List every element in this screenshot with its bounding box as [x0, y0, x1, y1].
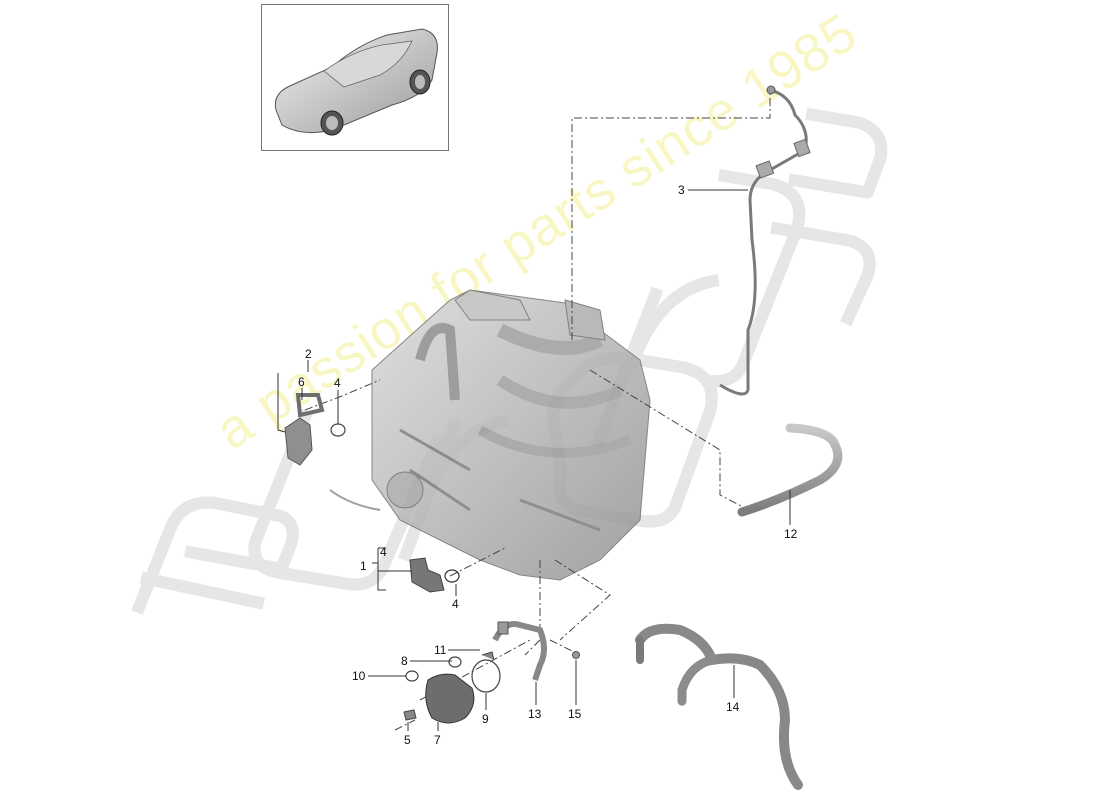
callout-12: 12 [784, 527, 798, 541]
callout-4: 4 [334, 376, 341, 390]
callout-4: 4 [380, 545, 387, 559]
callout-leaders [277, 189, 791, 731]
part-7-vacuum-pump [403, 651, 580, 724]
part-1-sensor [409, 557, 460, 593]
car-icon [274, 28, 438, 136]
vehicle-thumbnail [261, 4, 449, 151]
callout-7: 7 [434, 733, 441, 747]
callout-11: 11 [434, 643, 447, 657]
engine-block [329, 289, 651, 581]
callout-5: 5 [404, 733, 411, 747]
callout-13: 13 [528, 707, 542, 721]
part-2-sensor [284, 393, 346, 466]
callout-2: 2 [305, 347, 312, 361]
callout-15: 15 [568, 707, 582, 721]
callout-14: 14 [726, 700, 740, 714]
part-3-vacuum-line [719, 85, 811, 396]
callout-10: 10 [352, 669, 366, 683]
callout-3: 3 [678, 183, 685, 197]
callout-8: 8 [401, 654, 408, 668]
callout-6: 6 [298, 375, 305, 389]
part-14-hose-assembly [635, 623, 803, 790]
callout-4: 4 [452, 597, 459, 611]
callout-9: 9 [482, 712, 489, 726]
part-12-hose [737, 423, 843, 517]
callout-1: 1 [360, 559, 367, 573]
